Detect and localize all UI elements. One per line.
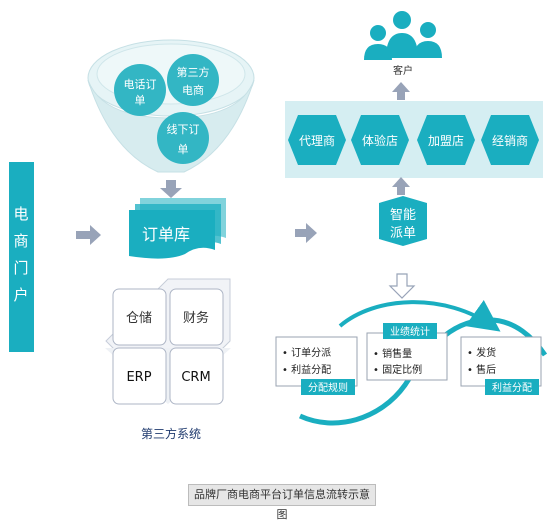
customers-label: 客户 (393, 64, 413, 77)
funnel-circle-1: 电话订 单 (114, 64, 166, 116)
third-party-item-4: CRM (181, 370, 210, 385)
process-box-1: • 订单分派 • 利益分配 分配规则 (275, 336, 358, 395)
arrow-up-to-customers (392, 82, 410, 100)
arrow-down-outline (388, 273, 416, 299)
customers-icon (364, 11, 442, 60)
channel-label-3: 加盟店 (428, 134, 464, 148)
channel-label-4: 经销商 (492, 133, 528, 148)
portal-char-4: 户 (13, 286, 28, 304)
process-box-1-bullet-1: • 订单分派 (282, 347, 331, 359)
smart-dispatch-line2: 派单 (390, 226, 416, 241)
third-party-label: 第三方系统 (141, 426, 201, 441)
arrow-up-to-channels (392, 177, 410, 195)
process-box-2-bullet-2: • 固定比例 (373, 363, 422, 376)
process-box-1-tag (301, 379, 355, 395)
process-box-3-bullet-2: • 售后 (467, 363, 496, 376)
channel-label-2: 体验店 (362, 133, 398, 148)
process-box-1-tag-text: 分配规则 (308, 381, 348, 394)
process-box-2-tag (383, 323, 437, 339)
process-box-2-bullet-1: • 销售量 (373, 347, 412, 360)
arrow-right-to-dispatch (295, 223, 317, 243)
process-box-3-tag (485, 379, 539, 395)
portal-char-1: 电 (13, 205, 28, 223)
smart-dispatch-hex: 智能 派单 (379, 196, 427, 246)
process-curve-top (338, 300, 501, 332)
process-box-3-bullet-1: • 发货 (467, 346, 496, 359)
portal-bar (9, 162, 34, 352)
funnel-circle-3-line2: 单 (178, 143, 189, 156)
funnel-circle-3: 线下订 单 (157, 112, 209, 164)
portal-char-3: 门 (13, 259, 28, 277)
process-box-3-tag-text: 利益分配 (492, 381, 532, 394)
funnel-circle-1-line1: 电话订 (124, 78, 157, 91)
third-party-item-3: ERP (126, 370, 151, 385)
funnel-circle-2-line2: 电商 (182, 83, 204, 97)
arrow-right-to-orderdb (76, 225, 101, 245)
order-db-label: 订单库 (142, 225, 190, 244)
third-party-cluster: 仓储 财务 ERP CRM (105, 278, 231, 405)
arrow-down-from-funnel (160, 180, 182, 198)
process-box-1-bullet-2: • 利益分配 (282, 363, 331, 376)
smart-dispatch-line1: 智能 (390, 208, 416, 223)
portal-char-2: 商 (13, 232, 28, 250)
third-party-item-1: 仓储 (126, 311, 152, 326)
process-box-2: 业绩统计 • 销售量 • 固定比例 (366, 323, 448, 381)
figure-caption: 品牌厂商电商平台订单信息流转示意图 (188, 484, 376, 521)
order-db-stack: 订单库 (129, 198, 226, 259)
channel-hex-4: 经销商 (481, 115, 539, 165)
channel-label-1: 代理商 (299, 133, 335, 148)
process-box-2-tag-text: 业绩统计 (390, 325, 430, 338)
funnel-circle-3-line1: 线下订 (167, 122, 200, 136)
channel-hex-1: 代理商 (288, 115, 346, 165)
funnel-circle-1-line2: 单 (135, 94, 146, 107)
channel-hex-2: 体验店 (351, 115, 409, 165)
channel-hex-3: 加盟店 (417, 115, 475, 165)
process-box-3: • 发货 • 售后 利益分配 (460, 336, 542, 395)
third-party-item-2: 财务 (183, 310, 209, 326)
funnel-circle-2: 第三方 电商 (167, 54, 219, 106)
funnel-circle-2-line1: 第三方 (177, 65, 210, 79)
